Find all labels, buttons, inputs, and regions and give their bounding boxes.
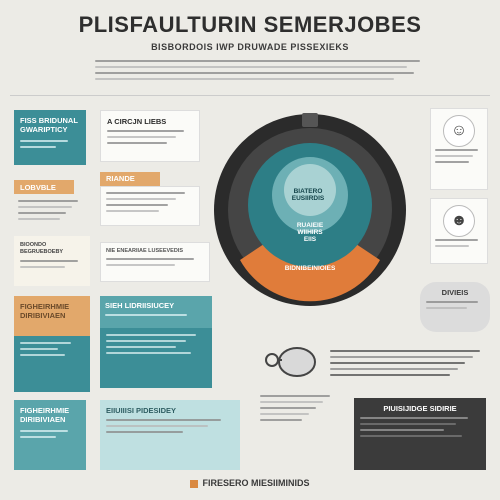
mid-text-block xyxy=(260,395,330,425)
left-box-2-text xyxy=(18,200,78,224)
mid-card-2-label: RIANDE xyxy=(106,174,135,183)
face-icon: ☺ xyxy=(443,115,475,147)
right-card-2: ☻ xyxy=(430,198,488,264)
left-box-5 xyxy=(14,336,90,392)
footer-title: FIRESERO MIESIIMINIDS xyxy=(0,478,500,488)
mid-card-5: EIIUIIISI PIDESIDEY xyxy=(100,400,240,470)
mid-card-5-label: EIIUIIISI PIDESIDEY xyxy=(106,406,177,415)
mid-card-4b xyxy=(100,328,212,388)
light-core xyxy=(284,164,336,216)
left-box-6: FIGHEIRHMIE DIRIBIVIAEN xyxy=(14,400,86,470)
left-box-4-label: FIGHEIRHMIE DIRIBIVIAEN xyxy=(20,302,70,320)
mid-card-3: NIE ENEARIIAE LUSEEVEDIS xyxy=(100,242,210,282)
right-mid-text-block xyxy=(330,350,480,380)
left-box-1: FISS BRIDUNAL GWARIPTICY xyxy=(14,110,86,165)
divider xyxy=(10,95,490,96)
right-card-4-label: PIUISIJIDGE SIDIRIE xyxy=(383,404,457,413)
ring-label-1: BIATERO EUSIIRDIS xyxy=(291,188,325,202)
page-title: PLISFAULTURIN SEMERJOBES xyxy=(78,12,422,37)
left-box-6-label: FIGHEIRHMIE DIRIBIVIAEN xyxy=(20,406,70,424)
footer-title-text: FIRESERO MIESIIMINIDS xyxy=(202,478,310,488)
mid-card-1: A CIRCJN LIEBS xyxy=(100,110,200,162)
mid-card-2-tag: RIANDE xyxy=(100,172,160,186)
mid-card-3-label: NIE ENEARIIAE LUSEEVEDIS xyxy=(106,248,184,254)
right-card-1: ☺ xyxy=(430,108,488,190)
right-card-3: DIVIEIS xyxy=(420,282,490,332)
center-diagram xyxy=(214,113,406,306)
left-box-4: FIGHEIRHMIE DIRIBIVIAEN xyxy=(14,296,90,336)
ring-label-3: BIDNIBEINIOIES xyxy=(284,265,336,272)
intro-text xyxy=(95,60,420,84)
footer-mark xyxy=(190,479,199,488)
brain-icon xyxy=(265,347,316,377)
right-card-4: PIUISIJIDGE SIDIRIE xyxy=(354,398,486,470)
page-subtitle: BISBORDOIS IWP DRUWADE PISSEXIEKS xyxy=(151,42,349,52)
lock-icon xyxy=(302,113,318,127)
ring-label-2: RUAIEIE WIIHIRS EIIS xyxy=(296,222,324,243)
left-box-3-label: BIOONDO BEGRUEBOEBY xyxy=(20,242,64,255)
mid-card-4-label: SIEH LIDRIISIUCEY xyxy=(105,301,175,310)
right-card-3-label: DIVIEIS xyxy=(441,288,469,297)
person-icon: ☻ xyxy=(443,205,475,237)
left-box-2-label: LOBVBLE xyxy=(20,183,56,192)
mid-card-4: SIEH LIDRIISIUCEY xyxy=(100,296,212,328)
left-box-1-label: FISS BRIDUNAL GWARIPTICY xyxy=(20,116,78,134)
mid-card-2 xyxy=(100,186,200,226)
left-box-3: BIOONDO BEGRUEBOEBY xyxy=(14,236,90,286)
mid-card-1-label: A CIRCJN LIEBS xyxy=(107,117,167,126)
left-box-2: LOBVBLE xyxy=(14,180,74,194)
